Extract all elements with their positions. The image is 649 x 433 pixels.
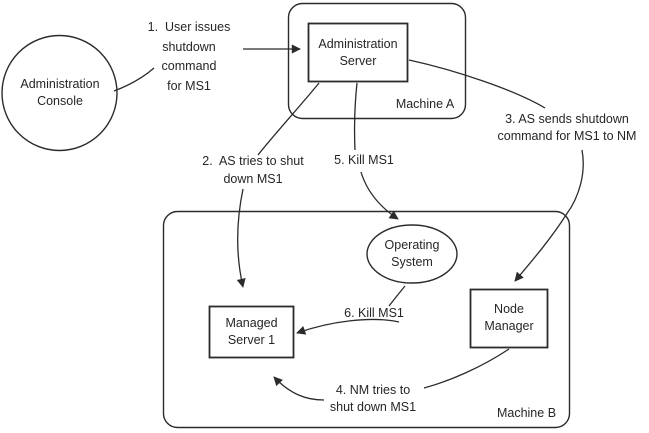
operating-system-ellipse [366,224,458,284]
step-5-annotation: 5. Kill MS1 [334,153,394,167]
arrow-5-segment-lower [360,171,399,220]
arrow-3-segment-upper [408,59,546,109]
console-callout-leader-line [113,67,155,92]
admin-console-circle [1,34,118,152]
node-manager-box [469,288,549,349]
machine-a-label: Machine A [395,97,455,111]
step-1-annotation: 1. User issues shutdown command for MS1 [147,20,231,93]
arrow-5-segment-upper [353,82,358,151]
arrow-3-segment-lower [514,149,584,282]
machine-a-box [287,2,467,120]
managed-server-1-box [208,305,295,359]
operating-system-label: Operating System [384,238,440,269]
step-4-annotation: 4. NM tries to shut down MS1 [329,383,417,414]
node-manager-label: Node Manager [484,302,534,333]
arrow-6-leader-line [388,285,406,307]
admin-server-box [307,22,409,83]
arrow-4-segment-right [423,348,510,389]
machine-b-label: Machine B [496,406,557,420]
arrow-6-kill-line [296,318,400,335]
admin-server-label: Administration Server [318,37,398,68]
arrow-2-segment-upper [257,82,320,156]
admin-console-label: Administration Console [20,77,100,108]
arrow-4-segment-left [273,376,325,401]
step-6-annotation: 6. Kill MS1 [344,306,404,320]
managed-server-1-label: Managed Server 1 [225,316,278,347]
arrow-2-segment-lower [236,188,246,288]
machine-b-box [162,210,571,429]
step-3-annotation: 3. AS sends shutdown command for MS1 to … [497,112,637,143]
step-2-annotation: 2. AS tries to shut down MS1 [202,154,304,186]
